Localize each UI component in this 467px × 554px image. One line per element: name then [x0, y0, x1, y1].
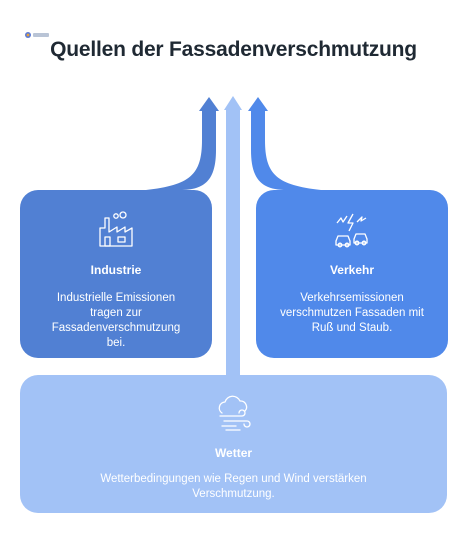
page-title: Quellen der Fassadenverschmutzung [50, 38, 417, 61]
verkehr-card: Verkehr Verkehrsemissionen verschmutzen … [256, 190, 448, 358]
industrie-flow-arrow [146, 110, 216, 190]
verkehr-flow-arrow [251, 110, 321, 190]
verkehr-description: Verkehrsemissionen verschmutzen Fassaden… [280, 292, 424, 334]
wetter-description: Wetterbedingungen wie Regen und Wind ver… [100, 473, 367, 500]
industrie-heading: Industrie [90, 263, 142, 277]
industrie-description: Industrielle Emissionen tragen zur Fassa… [51, 292, 181, 349]
industrie-arrowhead [199, 97, 219, 111]
industrie-card: Industrie Industrielle Emissionen tragen… [20, 190, 212, 358]
verkehr-arrowhead [248, 97, 268, 111]
wetter-flow-arrow [226, 110, 240, 378]
wetter-arrowhead [224, 96, 242, 110]
factory-icon [20, 210, 212, 255]
traffic-icon [256, 210, 448, 255]
wetter-card: Wetter Wetterbedingungen wie Regen und W… [20, 375, 447, 513]
logo-icon [24, 27, 50, 38]
weather-icon [20, 393, 447, 438]
wetter-heading: Wetter [214, 446, 253, 460]
verkehr-heading: Verkehr [329, 263, 375, 277]
